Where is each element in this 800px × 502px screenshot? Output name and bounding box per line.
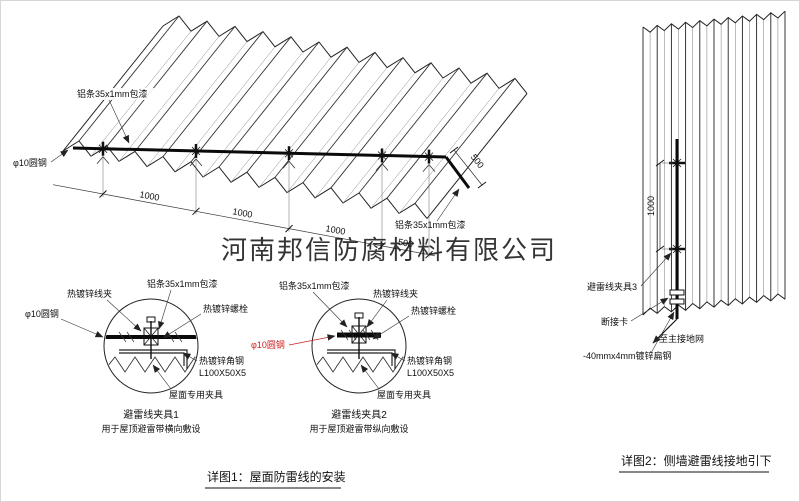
clamp-detail-2-drawing <box>313 312 405 373</box>
label-roof-clamp-1: 屋面专用夹具 <box>169 389 223 400</box>
leader-line <box>650 311 675 354</box>
clamp-detail-1: 热镀锌线夹 铝条35x1mm包漆 热镀锌螺栓 φ10圆钢 热镀锌角钢 L100X… <box>25 278 248 434</box>
detail-2-title: 避雷线夹具2 <box>331 408 387 421</box>
label-angle-steel-2a: 热镀锌角钢 <box>407 355 452 366</box>
round-steel-label: φ10圆钢 <box>13 157 47 168</box>
label-alum-strip-1: 铝条35x1mm包漆 <box>147 278 218 289</box>
disconnect-card <box>669 289 685 305</box>
wire-wrap-hatch <box>340 329 349 341</box>
alum-strip-label-right: 铝条35x1mm包漆 <box>395 219 466 230</box>
label-alum-strip-2: 铝条35x1mm包漆 <box>279 280 350 291</box>
label-round-steel-2: φ10圆钢 <box>251 339 285 350</box>
dim-tick <box>655 245 665 253</box>
leader-line <box>50 149 69 163</box>
leader-line <box>158 289 172 330</box>
roof-isometric-drawing: 500 1000 1000 1000 500 铝条35x1mm包漆 φ10圆钢 … <box>13 15 528 259</box>
label-round-steel-1: φ10圆钢 <box>25 308 59 319</box>
leader-line <box>366 299 388 328</box>
label-angle-steel-2b: L100X50X5 <box>407 368 454 378</box>
clamp-cross <box>672 158 682 168</box>
dim-500-a: 500 <box>397 237 414 250</box>
wall-drawing: 1000 避雷线夹具3 断接卡 至主接地网 -40mmx4mm镀锌扁钢 <box>583 10 786 361</box>
label-bolt-1: 热镀锌螺栓 <box>203 303 248 314</box>
roof-corrugation-lines <box>62 15 528 219</box>
label-angle-steel-1b: L100X50X5 <box>199 368 246 378</box>
label-wire-clip-1: 热镀锌线夹 <box>67 288 112 299</box>
dim-500-right: 500 <box>469 152 486 170</box>
caption-detail-2: 详图2：侧墙避雷线接地引下 <box>621 453 772 468</box>
dim-1000-b: 1000 <box>232 206 254 219</box>
disconnect-plate <box>669 289 685 296</box>
clamp-detail-1-drawing <box>105 316 197 373</box>
label-angle-steel-1a: 热镀锌角钢 <box>199 355 244 366</box>
detail-circle-2 <box>311 298 407 394</box>
bolt-nut <box>146 316 156 323</box>
label-flat-steel: -40mmx4mm镀锌扁钢 <box>583 350 672 361</box>
leader-line <box>108 99 130 144</box>
roof-wire-clamps <box>52 141 436 259</box>
leader-line <box>372 315 410 340</box>
leader-line <box>182 352 198 362</box>
leader-line <box>436 188 460 222</box>
leader-line-red <box>288 334 336 346</box>
wire-wrap-hatch <box>174 331 183 343</box>
roof-profile <box>105 356 197 373</box>
leader-line <box>162 313 202 339</box>
dim-line-500-right <box>453 149 483 186</box>
disconnect-plate <box>669 298 685 305</box>
dim-tick <box>477 181 487 189</box>
lightning-wire-bend <box>444 156 471 189</box>
leader-line <box>312 291 348 328</box>
bolt-nut <box>354 312 364 319</box>
roof-profile <box>313 356 405 373</box>
clamp-detail-2: 铝条35x1mm包漆 热镀锌线夹 热镀锌螺栓 φ10圆钢 热镀锌角钢 L100X… <box>251 280 456 434</box>
ground-arrow <box>652 318 678 344</box>
dim-1000-wall: 1000 <box>646 196 656 216</box>
leader-line <box>360 364 380 390</box>
leader-line <box>630 297 669 322</box>
leader-line <box>60 318 104 338</box>
wire-wrap-hatch <box>126 331 135 343</box>
leader-line <box>390 352 406 362</box>
label-wire-clip-2: 热镀锌线夹 <box>373 288 418 299</box>
company-watermark: 河南邦信防腐材料有限公司 <box>221 235 557 265</box>
detail-1-subtitle: 用于屋顶避雷带横向敷设 <box>101 423 200 434</box>
dim-1000-c: 1000 <box>325 223 347 236</box>
detail-circle-1 <box>103 298 199 394</box>
leader-line <box>640 252 672 287</box>
detail-1-title: 避雷线夹具1 <box>123 408 179 421</box>
dim-tick <box>655 159 665 167</box>
detail-2-subtitle: 用于屋顶避雷带纵向敷设 <box>309 423 408 434</box>
label-bolt-2: 热镀锌螺栓 <box>411 305 456 316</box>
caption-detail-1: 详图1：屋面防雷线的安装 <box>207 469 346 484</box>
clamp-cross <box>672 244 682 254</box>
leader-line <box>106 299 142 332</box>
label-to-ground: 至主接地网 <box>659 333 704 344</box>
lightning-wire <box>72 146 447 159</box>
label-clamp3: 避雷线夹具3 <box>587 281 637 292</box>
label-roof-clamp-2: 屋面专用夹具 <box>377 389 431 400</box>
label-backing <box>74 88 164 100</box>
dim-tick <box>449 146 459 154</box>
label-disconnect: 断接卡 <box>601 316 628 327</box>
alum-strip-label-top: 铝条35x1mm包漆 <box>77 88 148 99</box>
leader-line <box>152 364 172 390</box>
wire-wrap-hatch <box>118 331 127 343</box>
dim-1000-a: 1000 <box>139 189 161 202</box>
